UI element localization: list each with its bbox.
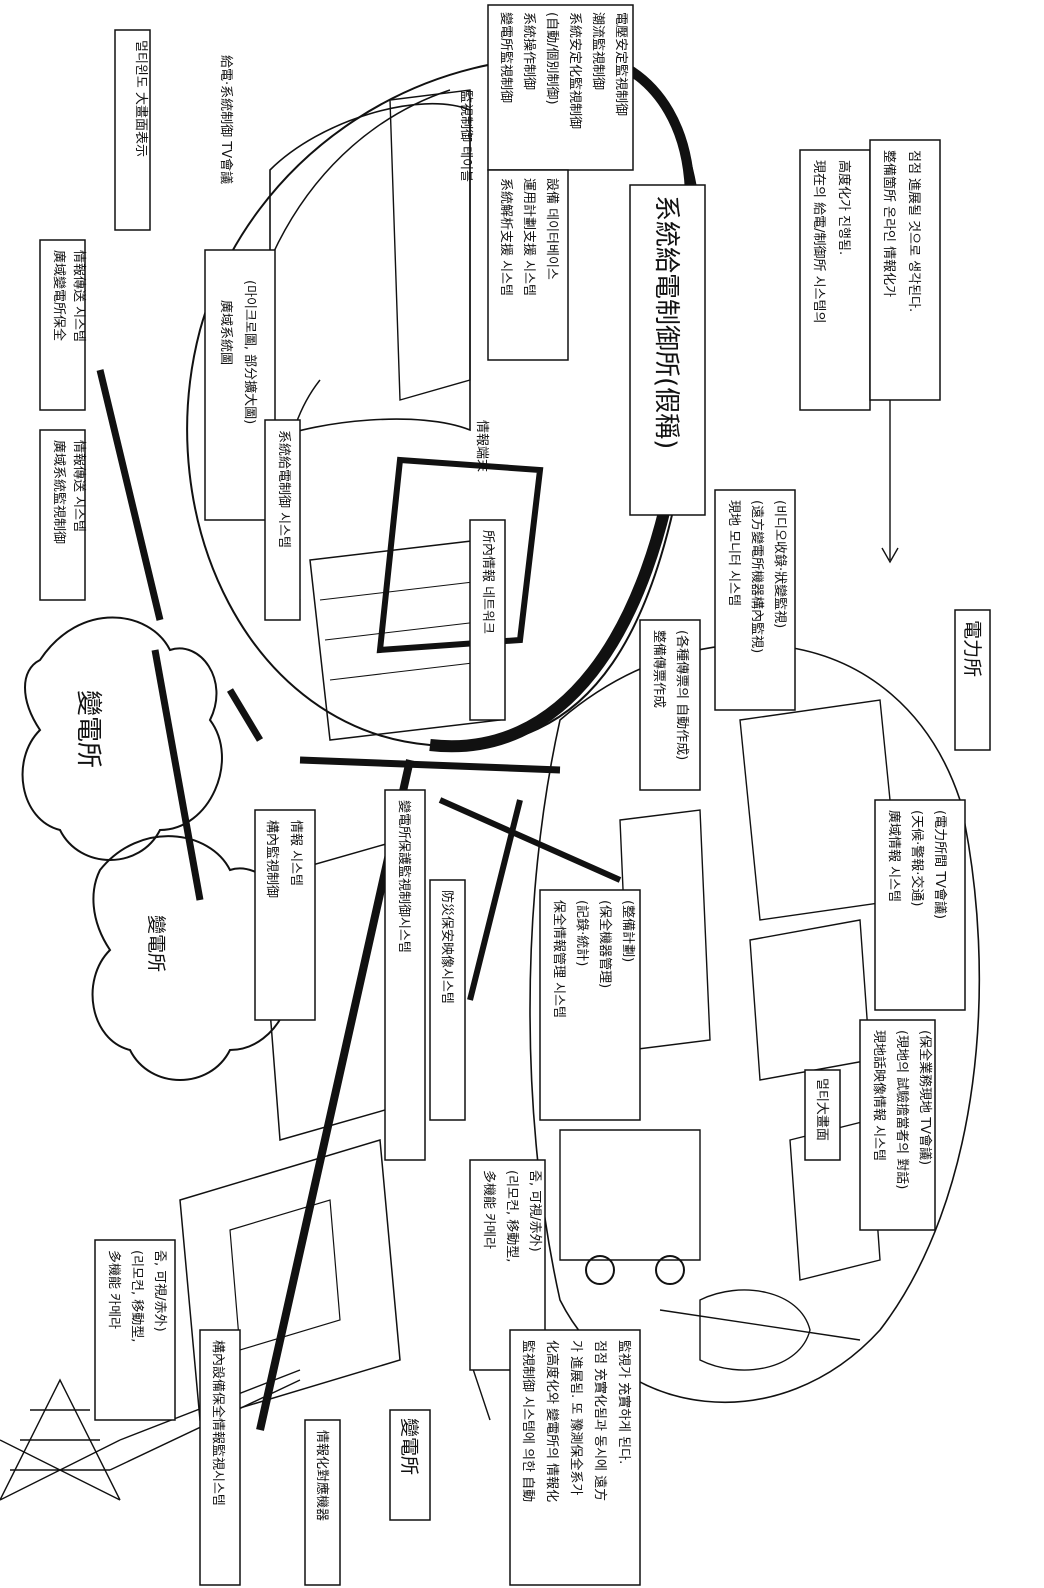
control-list-2: 系統操作制御 — [521, 12, 537, 90]
feeder-control-system-label: 系統給電制御 시스템 — [276, 430, 291, 548]
substation-label-b: 變電所 — [145, 915, 167, 972]
camera-left-2: (리모컨, 移動型, — [129, 1250, 144, 1342]
auto-note-1: 監視制御 시스템에 의한 自動 — [520, 1340, 536, 1502]
camera-mid-1: 多機能 카메라 — [481, 1170, 497, 1249]
current-feed-1: 現在의 給電/制御所 시스템의 — [811, 160, 826, 323]
substation-label-c: 變電所 — [398, 1418, 420, 1475]
current-feed-2: 高度化가 진행됨. — [836, 160, 852, 255]
substation-cloud-upper — [23, 618, 222, 861]
auto-note-3: 가 進展됨. 또 豫測保全系가 — [568, 1340, 584, 1495]
premise-mon-2: 情報 시스템 — [288, 820, 303, 886]
control-list-6: 電壓安定監視制御 — [613, 12, 629, 116]
auto-note-2: 化高度化와 變電所의 情報化 — [544, 1340, 560, 1502]
support-3: 設備 데이터베이스 — [544, 178, 560, 280]
future-2: 점점 進展될 것으로 생각된다. — [906, 150, 921, 312]
support-2: 運用計劃支援 시스템 — [521, 178, 537, 296]
wide-sys-mon-1: 廣域系統監視制御 — [51, 440, 67, 544]
future-1: 整備箇所 온라인 情報化가 — [881, 150, 897, 297]
wide-sys-mon-2: 情報傳送 시스템 — [71, 440, 86, 532]
field-video-3: (保全業務現地 TV會議) — [917, 1030, 933, 1165]
field-video-1: 現地話映像情報 시스템 — [871, 1030, 887, 1161]
maint-info-1: 保全情報管理 시스템 — [551, 900, 567, 1018]
camera-left-3: 줌, 可視/赤外) — [152, 1250, 167, 1332]
maint-info-4: (整備計劃) — [620, 900, 636, 962]
wide-sub-guard-1: 廣域變電所保全 — [51, 250, 67, 341]
monitor-table-label: 監視制御 테이블 — [458, 90, 474, 182]
remote-mon-1: 現地 모니터 시스템 — [726, 500, 741, 606]
maint-report-2: (各種傳票의 自動作成) — [674, 630, 690, 760]
remote-mon-2: (遠方變電所機器構內監視) — [749, 500, 765, 653]
info-devices-label: 情報化對應機器 — [314, 1430, 330, 1521]
auto-note-4: 점점 充實化됨과 동시에 遠方 — [592, 1340, 608, 1501]
multi-screen-label: 멀티大畫面 — [814, 1078, 829, 1141]
env-info-1: 廣域情報 시스템 — [886, 810, 901, 902]
env-info-3: (電力所間 TV會議) — [932, 810, 947, 919]
control-list-4: 系統安定化監視制御 — [567, 12, 583, 129]
maint-report-1: 整備傳票作成 — [651, 630, 667, 708]
power-office-label: 電力所 — [961, 620, 983, 677]
multi-window-label: 멀티윈도 大畫面表示 — [133, 40, 148, 157]
camera-mid-2: (리모컨, 移動型, — [504, 1170, 519, 1262]
protect-mon-label: 變電所保護監視制御시스템 — [396, 800, 412, 953]
maint-info-2: (記錄·統計) — [574, 900, 590, 966]
camera-mid-3: 줌, 可視/赤外) — [527, 1170, 542, 1252]
maint-info-3: (保全機器管理) — [597, 900, 613, 988]
feeder-tv-label: 給電·系統制御 TV會議 — [218, 55, 233, 184]
camera-left-1: 多機能 카메라 — [106, 1250, 122, 1329]
intra-network-label: 所內情報 네트워크 — [480, 530, 495, 634]
env-info-2: (天候·警報·交通) — [909, 810, 925, 906]
control-list-5: 潮流監視制御 — [590, 12, 606, 90]
support-1: 系統解析支援 시스템 — [498, 178, 513, 296]
auto-note-5: 監視가 充實하게 된다. — [616, 1340, 632, 1464]
info-terminal-label: 情報端末 — [474, 420, 489, 472]
premise-mon-1: 構內監視制御 — [264, 820, 280, 898]
control-list-1: 變電所監視制御 — [498, 12, 514, 103]
premise-guard-label: 構內設備保全情報監視시스템 — [210, 1340, 226, 1506]
disaster-video-label: 防災保安映像시스템 — [439, 890, 455, 1004]
remote-mon-3: (비디오收錄·狀變監視) — [772, 500, 788, 628]
wide-trans-sys-label: 廣域系統圖 — [218, 300, 233, 365]
center-title: 系統給電制御所(假稱) — [651, 195, 681, 449]
substation-label-a: 變電所 — [73, 690, 103, 768]
control-list-3: (自動/個別制御) — [544, 12, 559, 105]
wide-trans-sub-label: (마이크로圖, 部分擴大圖) — [242, 280, 258, 424]
wide-sub-guard-2: 情報傳送 시스템 — [71, 250, 86, 342]
field-video-2: (現地의 試驗擔當者의 對話) — [894, 1030, 910, 1189]
